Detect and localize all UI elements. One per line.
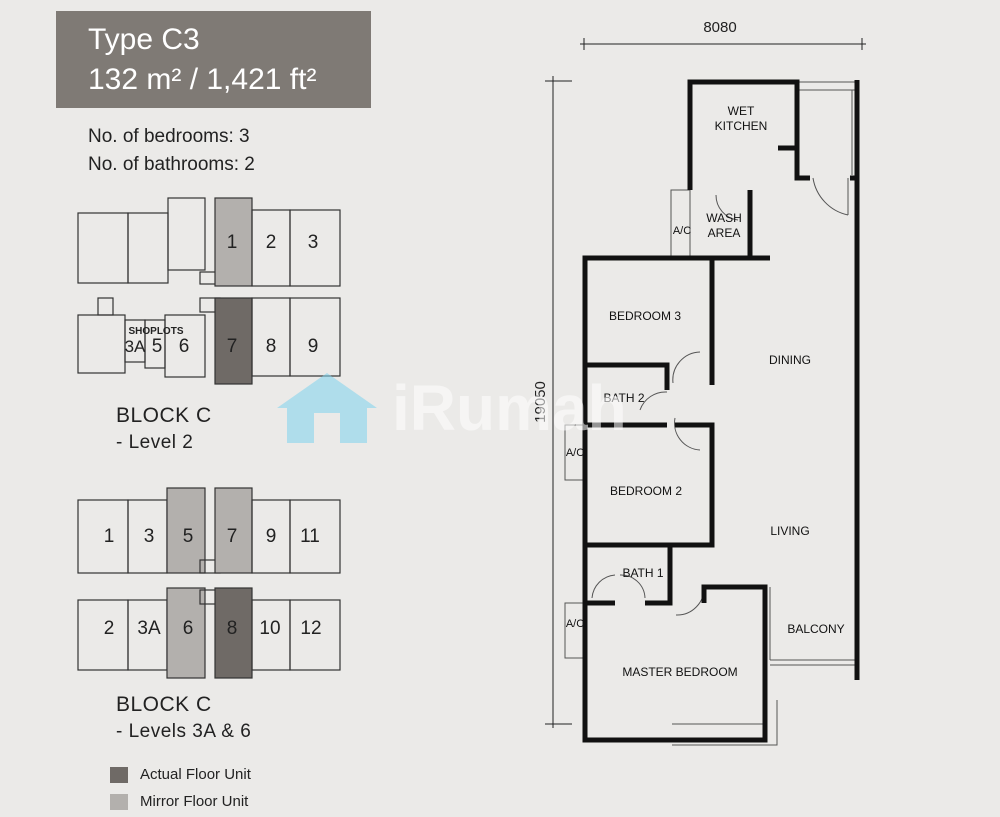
unit-8-actual — [214, 587, 253, 679]
actual-swatch — [110, 766, 128, 783]
unit-label: 1 — [104, 526, 115, 547]
bathroom-count: No. of bathrooms: 2 — [88, 154, 255, 175]
unit-label: 3A — [137, 618, 161, 639]
unit-outline — [127, 212, 169, 284]
unit-outline — [289, 297, 341, 377]
key-plan-2-subtitle: - Levels 3A & 6 — [116, 721, 252, 742]
key-plan-2-labels: 1 3 5 7 9 11 2 3A 6 8 10 12 — [104, 526, 322, 639]
unit-label: 6 — [183, 618, 194, 639]
room-label-living: LIVING — [770, 524, 809, 538]
unit-label: 7 — [227, 336, 238, 357]
watermark-text: iRumah — [392, 372, 627, 444]
unit-label: 5 — [183, 526, 194, 547]
mirror-swatch — [110, 793, 128, 810]
unit-5-mirror — [166, 487, 206, 574]
legend-mirror: Mirror Floor Unit — [110, 793, 248, 810]
room-label-bath-2: BATH 2 — [603, 391, 644, 405]
unit-outline — [77, 314, 126, 374]
legend-actual-label: Actual Floor Unit — [140, 766, 251, 783]
room-label-dining: DINING — [769, 353, 811, 367]
unit-label: 10 — [259, 618, 280, 639]
legend-actual: Actual Floor Unit — [110, 766, 251, 783]
unit-area: 132 m² / 1,421 ft² — [88, 63, 317, 96]
unit-outline — [97, 297, 114, 316]
unit-6-mirror — [166, 587, 206, 679]
dimension-lines — [545, 38, 866, 728]
unit-type-header: Type C3 132 m² / 1,421 ft² — [56, 11, 371, 108]
length-dimension: 19050 — [532, 381, 549, 423]
room-label-bath-1: BATH 1 — [622, 566, 663, 580]
room-label-bedroom-2: BEDROOM 2 — [610, 484, 682, 498]
bedroom-count: No. of bedrooms: 3 — [88, 126, 250, 147]
unit-label: 2 — [104, 618, 115, 639]
room-label-wash-area: AREA — [708, 226, 741, 240]
unit-label: 2 — [266, 232, 277, 253]
room-label-bedroom-3: BEDROOM 3 — [609, 309, 681, 323]
unit-outline — [289, 499, 341, 574]
room-label-master-bedroom: MASTER BEDROOM — [622, 665, 737, 679]
room-label-balcony: BALCONY — [787, 622, 844, 636]
unit-outline — [289, 599, 341, 671]
room-label-ac: A/C — [566, 447, 584, 459]
unit-label: 6 — [179, 336, 190, 357]
unit-outline — [167, 197, 206, 271]
unit-label: 7 — [227, 526, 238, 547]
room-label-ac: A/C — [566, 618, 584, 630]
unit-7-mirror — [214, 487, 253, 574]
unit-label: 3 — [144, 526, 155, 547]
unit-label: 8 — [227, 618, 238, 639]
width-dimension: 8080 — [703, 19, 736, 36]
legend-mirror-label: Mirror Floor Unit — [140, 793, 249, 810]
unit-label: 3 — [308, 232, 319, 253]
unit-label: 9 — [308, 336, 319, 357]
room-label-wet-kitchen: KITCHEN — [715, 119, 768, 133]
unit-outline — [77, 212, 129, 284]
unit-label: 1 — [227, 232, 238, 253]
key-plan-2 — [77, 487, 341, 679]
floor-plan-walls — [582, 79, 860, 743]
unit-label: 5 — [152, 336, 163, 357]
unit-outline — [289, 209, 341, 287]
room-label-ac: A/C — [673, 225, 691, 237]
shoplots-label: SHOPLOTS — [128, 326, 183, 337]
unit-type: Type C3 — [88, 23, 200, 56]
unit-label: 3A — [125, 337, 146, 356]
watermark: iRumah — [272, 368, 627, 448]
unit-label: 9 — [266, 526, 277, 547]
key-plan-1 — [77, 197, 341, 385]
key-plan-1-labels: 1 2 3 3A 5 6 7 8 9 SHOPLOTS — [125, 232, 319, 357]
house-icon — [277, 373, 377, 443]
unit-1-mirror — [214, 197, 253, 287]
room-labels: WET KITCHEN WASH AREA A/C BEDROOM 3 BATH… — [566, 104, 845, 679]
room-label-wash-area: WASH — [706, 211, 742, 225]
key-plan-1-title: BLOCK C — [116, 404, 212, 427]
unit-outline — [164, 314, 206, 378]
key-plan-1-subtitle: - Level 2 — [116, 432, 194, 453]
unit-label: 11 — [300, 526, 320, 547]
unit-label: 8 — [266, 336, 277, 357]
room-label-wet-kitchen: WET — [728, 104, 755, 118]
key-plan-2-title: BLOCK C — [116, 693, 212, 716]
unit-label: 12 — [300, 618, 321, 639]
